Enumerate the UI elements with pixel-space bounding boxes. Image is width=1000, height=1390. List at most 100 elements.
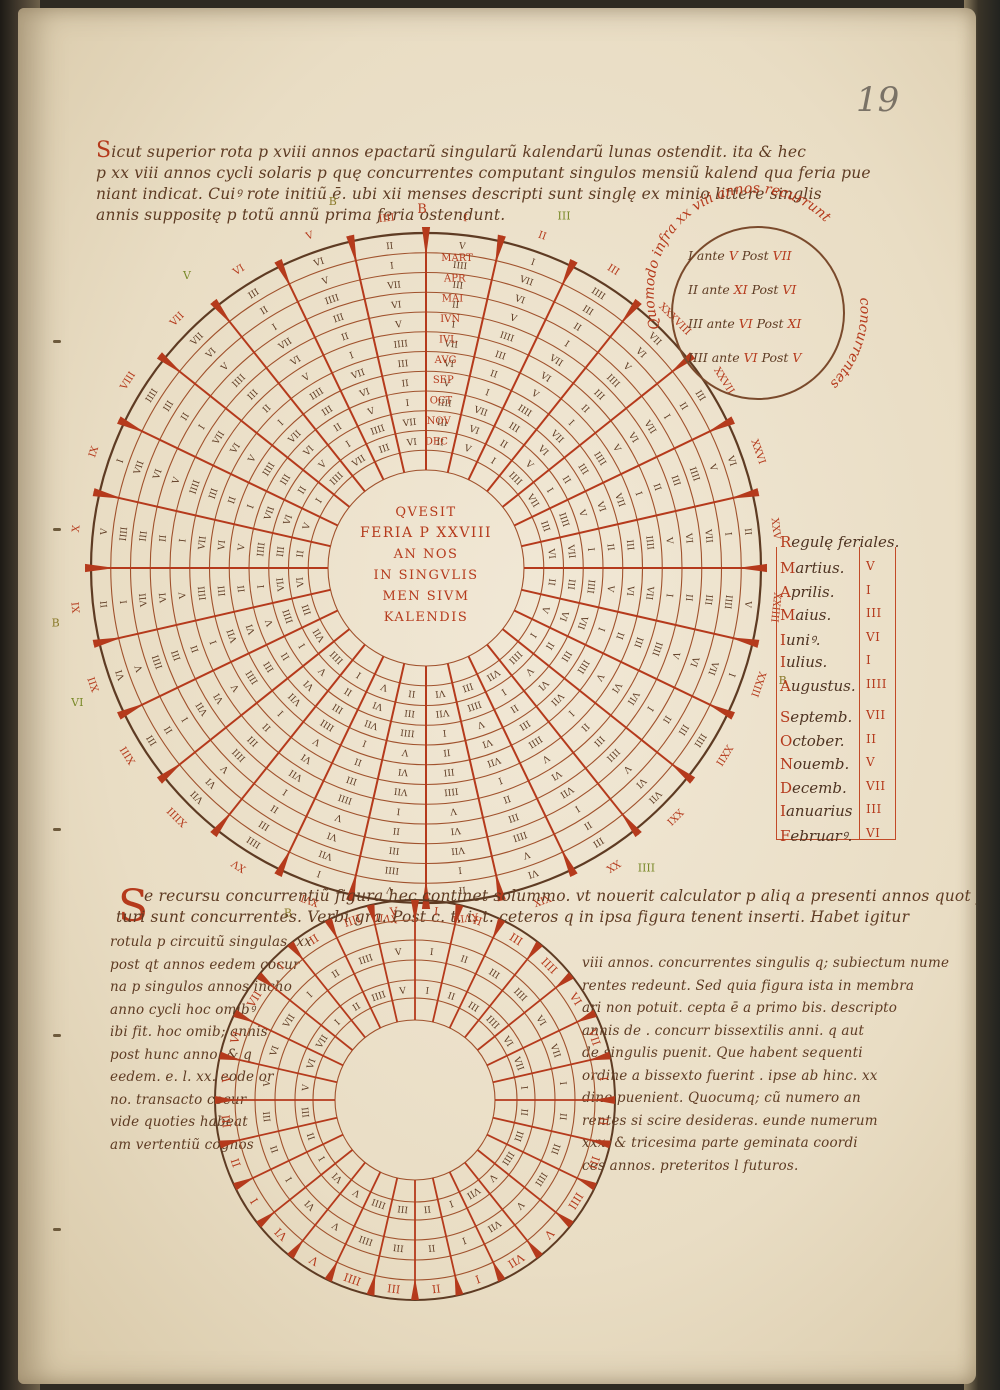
wheel-cell-numeral: VII [317,847,335,861]
wheel-month-label: APR [443,273,466,284]
wheel-cell-numeral: VI [397,766,410,777]
wheel-cell-numeral: I [544,486,555,495]
wheel-cell-numeral: VI [624,584,635,597]
lower-wheel-numeral: II [596,1116,610,1126]
wheel-cell-numeral: II [401,379,410,390]
wheel-cell-numeral: VI [282,513,295,527]
wheel-cell-numeral: V [99,528,110,537]
recurrence-circle: Quomodo infra xx viii annos recurrunt co… [642,181,873,400]
wheel-cell-numeral: II [353,755,363,767]
regula-month: Iuniꝰ. [780,630,821,650]
regula-title: Regulę feriales. [780,533,899,551]
wheel-cell-numeral: III [170,648,183,662]
wheel-cell-numeral: VII [386,280,402,292]
lower-wheel-numeral: II [423,1203,432,1214]
wheel-month-label: IVL [439,334,457,345]
lower-wheel-numeral: I [306,990,316,1000]
regula-month-cap: I [780,653,786,671]
wheel-cell-numeral: V [301,521,313,532]
lower-wheel-numeral: V [398,986,407,997]
wheel-cell-numeral: IIII [584,579,596,595]
wheel-cell-numeral: VI [683,532,694,545]
wheel-outer-label: XII [87,675,102,693]
wheel-cell-numeral: VII [612,491,626,509]
wheel-cell-numeral: III [507,421,522,435]
wheel-top-letter: B [417,202,427,217]
wheel-cell-numeral: VI [687,654,700,668]
regula-month-cap: I [780,630,786,649]
wheel-cell-numeral: II [332,422,344,434]
wheel-cell-numeral: VII [276,577,288,593]
wheel-cell-numeral: IIII [197,585,209,601]
wheel-cell-numeral: II [163,723,175,735]
wheel-cell-numeral: I [562,339,571,350]
lower-wheel-numeral: V [220,1073,234,1084]
lower-wheel-numeral: IIII [342,912,363,930]
wheel-cell-numeral: VII [643,585,655,601]
lower-wheel-numeral: I [425,987,430,997]
wheel-cell-numeral: V [366,406,377,418]
wheel-cell-numeral: III [331,701,346,715]
lower-wheel-numeral: IIII [342,1270,363,1288]
wheel-cell-numeral: V [394,320,403,331]
lower-wheel-numeral: IIII [511,987,528,1004]
wheel-cell-numeral: VI [434,687,447,698]
wheel-cell-numeral: VI [545,547,556,560]
left-column-line: no. transacto cocur [110,1091,247,1108]
lower-wheel-numeral: V [541,1226,557,1242]
wheel-cell-numeral: IIII [393,339,409,351]
regula-value: V [866,755,876,769]
wheel-cell-numeral: III [388,844,400,855]
wheel-cell-numeral: V [457,241,466,252]
wheel-cell-numeral: IIII [370,424,387,438]
right-column-line: de singulis puenit. Que habent sequenti [582,1045,863,1061]
lower-wheel-numeral: III [301,1106,312,1118]
wheel-cell-numeral: V [449,805,458,816]
lower-wheel-numeral: I [275,960,287,972]
wheel-cell-numeral: I [277,418,287,428]
lower-wheel-numeral: I [557,1081,567,1086]
wheel-cell-numeral: III [493,350,507,363]
wheel-cell-numeral: I [661,413,672,422]
wheel-cell-numeral: I [527,631,538,640]
wheel-cell-numeral: III [145,732,159,747]
lower-wheel-numeral: III [507,931,525,949]
wheel-cell-numeral: I [499,686,508,697]
wheel-cell-numeral: IIII [324,293,341,307]
wheel-cell-numeral: I [585,547,595,552]
right-column-line: dine puenient. Quocumq; cũ numero an [582,1090,861,1106]
regula-month-text: ugustus. [790,676,856,695]
wheel-cell-numeral: V [604,584,615,593]
wheel-cell-numeral: III [631,635,644,649]
wheel-cell-numeral: III [257,818,272,832]
wheel-cell-numeral: II [742,528,753,537]
wheel-month-label: SEP [433,375,454,386]
regula-month: Septemb. [780,708,852,726]
lower-wheel-numeral: III [262,1110,273,1122]
wheel-cell-numeral: I [489,456,498,467]
wheel-cell-numeral: VI [442,359,455,370]
right-column-line: xxx. & tricesima parte geminata coordi [582,1135,858,1151]
wheel-cell-numeral: VII [363,717,381,731]
regula-month-cap: D [780,778,793,797]
wheel-cell-numeral: VII [435,707,451,719]
intro-line-3: niant indicat. Cuiꝰ rote initiũ ē. ubi x… [96,185,822,203]
wheel-cell-numeral: IIII [119,526,131,542]
lower-wheel-numeral: II [306,1131,318,1141]
regula-month: Decemb. [780,779,847,797]
wheel-cell-numeral: VI [526,866,540,879]
lower-wheel-numeral: II [518,1108,529,1117]
concurrent-wheel: IIVIIIIIVIIIIIVIIIVIIIIIVIIIIIVIIIVIIIII… [52,195,787,924]
wheel-center-line: FERIA P XXVIII [360,525,492,541]
wheel-cell-numeral: I [116,458,127,465]
regula-frame [776,547,896,840]
regula-month-text: artius. [795,559,845,577]
wheel-cell-numeral: III [538,520,551,534]
wheel-cell-numeral: I [390,261,395,271]
regula-value: VII [866,708,886,722]
wheel-cell-numeral: V [237,543,248,552]
recurrence-row: III ante VI Post XI [687,316,802,331]
lower-wheel-numeral: III [392,1241,404,1252]
wheel-cell-numeral: II [340,332,350,344]
